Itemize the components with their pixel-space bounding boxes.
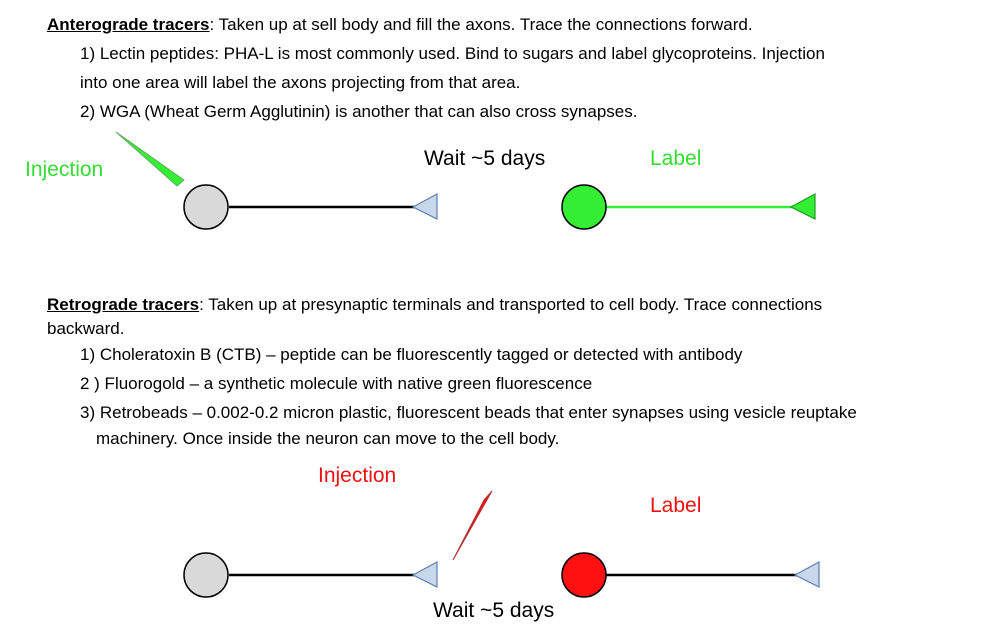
retrograde-wait-label: Wait ~5 days [433,599,555,622]
anterograde-terminal-before [411,192,438,220]
retrograde-cell-body-before [183,552,229,598]
anterograde-neuron-before [115,131,438,230]
anterograde-heading: Anterograde tracers: Taken up at sell bo… [47,14,753,35]
anterograde-heading-text: : Taken up at sell body and fill the axo… [209,15,753,34]
retrograde-label-label: Label [650,494,702,517]
retrograde-terminal-after [793,560,820,588]
retrograde-injection-needle [452,490,493,561]
anterograde-cell-body-before [183,184,229,230]
retrograde-item-2: 2 ) Fluorogold – a synthetic molecule wi… [80,374,593,393]
retrograde-heading: Retrograde tracers: Taken up at presynap… [47,294,822,315]
retrograde-cell-body-after [561,552,607,598]
anterograde-terminal-after [789,192,816,220]
retrograde-injection-label: Injection [318,464,397,487]
anterograde-heading-label: Anterograde tracers [47,15,210,34]
retrograde-item-3-line-1: 3) Retrobeads – 0.002-0.2 micron plastic… [80,403,857,422]
anterograde-item-1-line-1: 1) Lectin peptides: PHA-L is most common… [80,44,825,63]
retrograde-neuron-after [561,552,820,598]
anterograde-injection-needle [115,131,185,187]
retrograde-item-3-line-2: machinery. Once inside the neuron can mo… [96,429,560,448]
retrograde-terminal-before [411,560,438,588]
anterograde-label-label: Label [650,147,702,170]
retrograde-heading-line-2: backward. [47,319,125,338]
anterograde-item-1-line-2: into one area will label the axons proje… [80,73,521,92]
retrograde-item-1: 1) Choleratoxin B (CTB) – peptide can be… [80,345,743,364]
retrograde-heading-text: : Taken up at presynaptic terminals and … [199,295,823,314]
anterograde-cell-body-after [561,184,607,230]
retrograde-heading-label: Retrograde tracers [47,295,200,314]
anterograde-neuron-after [561,184,816,230]
anterograde-wait-label: Wait ~5 days [424,147,546,170]
anterograde-item-2: 2) WGA (Wheat Germ Agglutinin) is anothe… [80,102,638,121]
anterograde-injection-label: Injection [25,158,104,181]
retrograde-neuron-before [183,490,493,598]
